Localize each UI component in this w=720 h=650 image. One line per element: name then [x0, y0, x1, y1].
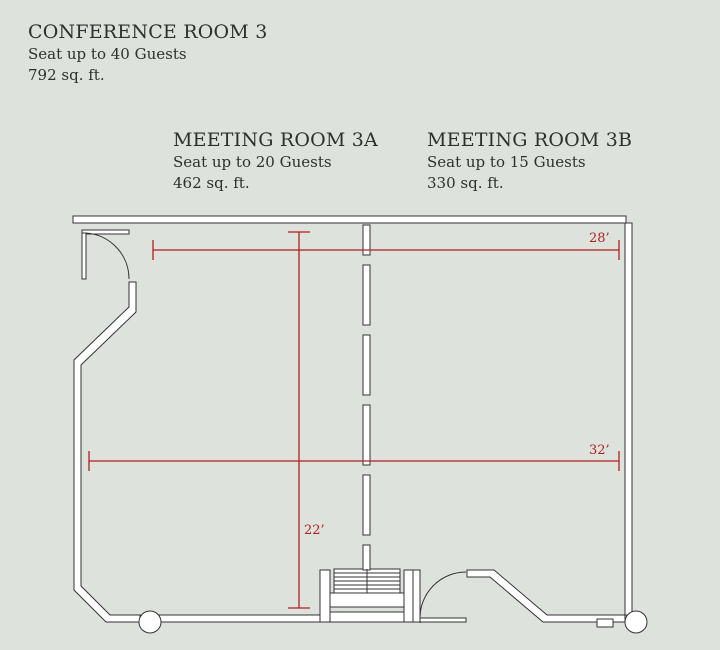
door-swing-top-left: [85, 232, 130, 280]
door-jamb: [412, 569, 421, 623]
right-wall: [624, 222, 633, 616]
stair-treads: [334, 569, 400, 593]
conference-room-capacity: Seat up to 40 Guests: [28, 45, 187, 63]
meeting-room-3a-capacity: Seat up to 20 Guests: [173, 153, 332, 171]
partition-top: [362, 224, 371, 256]
meeting-room-3b-area: 330 sq. ft.: [427, 174, 504, 192]
door-leaf-bottom-right: [419, 617, 467, 623]
service-block-wall-right: [403, 569, 414, 623]
partition-panel: [362, 264, 371, 326]
door-leaf-top-left: [81, 232, 87, 280]
column-left: [138, 610, 162, 634]
wall-stub: [81, 229, 130, 235]
meeting-room-3b-title: MEETING ROOM 3B: [427, 129, 633, 151]
conference-room-area: 792 sq. ft.: [28, 66, 105, 84]
fixture: [596, 618, 614, 628]
column-right: [624, 610, 648, 634]
bottom-wall-left: [139, 614, 331, 623]
conference-room-title: CONFERENCE ROOM 3: [28, 21, 268, 43]
dimension-label-full-width: 32’: [589, 443, 610, 458]
partition-panel: [362, 474, 371, 536]
partition-panel: [362, 404, 371, 466]
meeting-room-3b-capacity: Seat up to 15 Guests: [427, 153, 586, 171]
service-counter: [329, 592, 405, 608]
service-block-wall-left: [319, 569, 331, 623]
bottom-wall-right: [466, 569, 626, 623]
meeting-room-3a-info: MEETING ROOM 3A Seat up to 20 Guests 462…: [173, 128, 378, 194]
service-block-wall-bottom: [329, 611, 405, 623]
dimension-label-depth: 22’: [304, 523, 325, 538]
conference-room-info: CONFERENCE ROOM 3 Seat up to 40 Guests 7…: [28, 20, 267, 86]
meeting-room-3a-title: MEETING ROOM 3A: [173, 129, 378, 151]
left-wall: [73, 281, 141, 623]
meeting-room-3b-info: MEETING ROOM 3B Seat up to 15 Guests 330…: [427, 128, 632, 194]
top-wall: [72, 215, 627, 224]
door-swing-bottom-right: [419, 571, 467, 619]
dimension-label-upper-width: 28’: [589, 231, 610, 246]
partition-panel: [362, 334, 371, 396]
meeting-room-3a-area: 462 sq. ft.: [173, 174, 250, 192]
partition-panel: [362, 544, 371, 571]
